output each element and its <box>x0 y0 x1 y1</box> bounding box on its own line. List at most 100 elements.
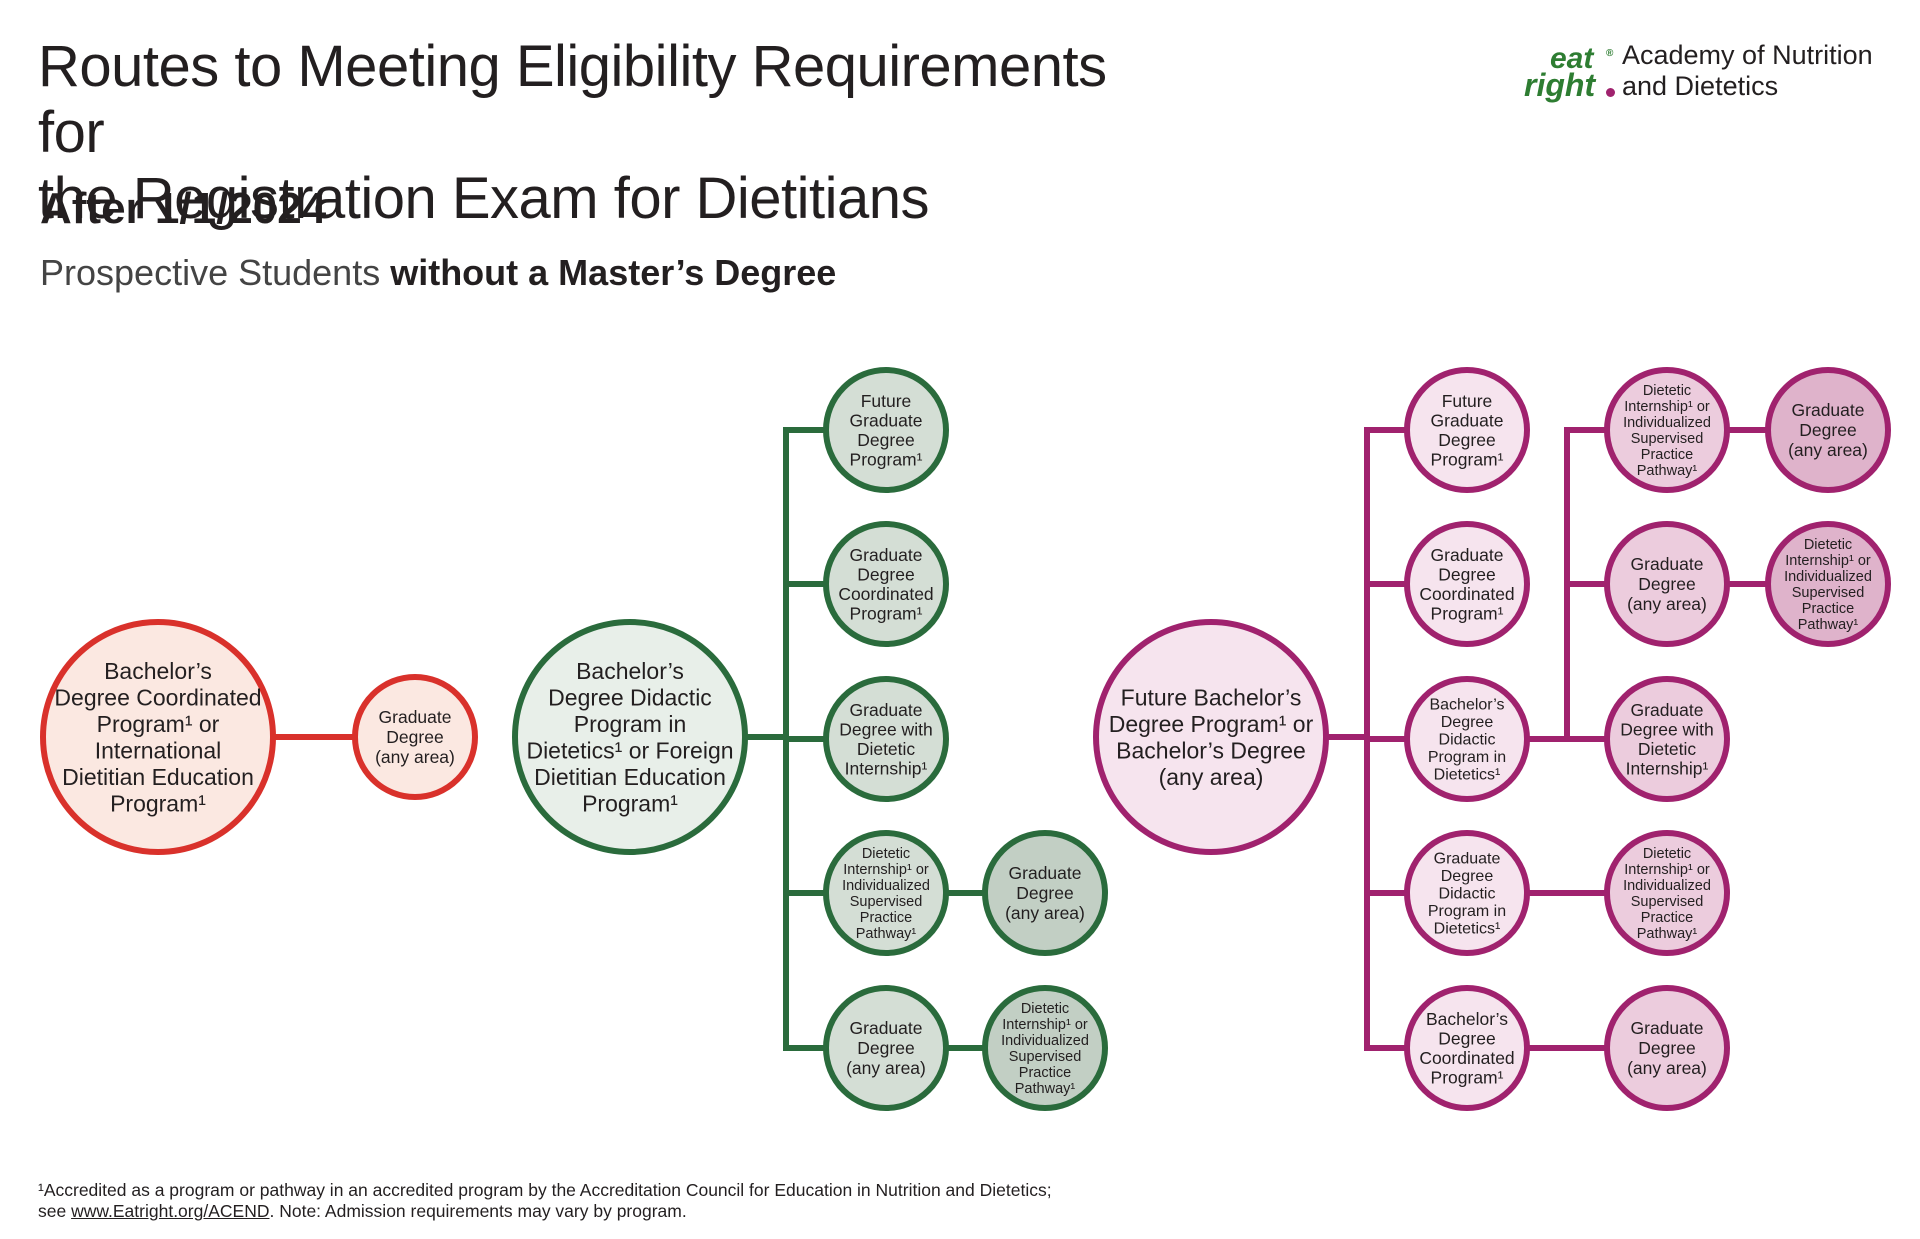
node-label-line: Internship¹ or <box>1002 1017 1088 1033</box>
logo-right-text: right <box>1524 67 1596 103</box>
node-label-line: Degree <box>1799 420 1856 440</box>
node-label-line: Practice <box>1802 601 1854 617</box>
node-label-line: Bachelor’s <box>104 658 212 684</box>
node-circle <box>40 619 276 855</box>
node-label-line: Program¹ <box>1431 1067 1504 1087</box>
node-label-line: Degree <box>1438 430 1495 450</box>
node-label-line: Pathway¹ <box>1637 926 1698 942</box>
academy-logo: eat ® right Academy of Nutrition and Die… <box>1524 40 1904 110</box>
node-label-line: International <box>95 737 222 763</box>
node-circle <box>982 830 1108 956</box>
node-label-line: Graduate <box>1434 851 1501 868</box>
node-label-line: Practice <box>1641 910 1693 926</box>
footnote: ¹Accredited as a program or pathway in a… <box>38 1180 1052 1222</box>
node-circle <box>512 619 748 855</box>
logo-dot-icon <box>1606 88 1615 97</box>
footnote-line-1: ¹Accredited as a program or pathway in a… <box>38 1180 1052 1200</box>
node-label-line: Degree Program¹ or <box>1109 711 1314 737</box>
node-label-line: Pathway¹ <box>856 926 917 942</box>
node-label-line: Dietetic <box>1804 537 1852 553</box>
node-label-line: Bachelor’s <box>1426 1009 1508 1029</box>
node-label-line: (any area) <box>1005 903 1085 923</box>
node-label-line: Program¹ or <box>97 711 220 737</box>
node-label-line: Dietetics¹ <box>1434 767 1501 784</box>
node-label-line: Graduate <box>850 700 923 720</box>
node-label-line: Graduate <box>1631 554 1704 574</box>
node-label-line: Future Bachelor’s <box>1121 684 1302 710</box>
node-circle <box>823 985 949 1111</box>
node-label-line: Dietetic <box>1638 739 1697 759</box>
node-label-line: Degree with <box>839 719 932 739</box>
node-label-line: Dietetics¹ or Foreign <box>526 737 733 763</box>
node-label-line: Program in <box>1428 749 1506 766</box>
node-label-line: Degree <box>1441 868 1494 885</box>
node-label-line: Pathway¹ <box>1015 1081 1076 1097</box>
node-label-line: Degree Didactic <box>548 684 712 710</box>
node-circle <box>1604 367 1730 493</box>
node-label-line: Program¹ <box>850 449 923 469</box>
logo-registered-mark: ® <box>1606 48 1614 59</box>
node-label-line: (any area) <box>1788 440 1868 460</box>
node-circle <box>1404 676 1530 802</box>
node-label-line: (any area) <box>846 1058 926 1078</box>
node-label-line: Internship¹ or <box>843 862 929 878</box>
node-circle <box>823 676 949 802</box>
node-circle <box>823 830 949 956</box>
node-label-line: Internship¹ or <box>1624 862 1710 878</box>
node-label-line: Graduate <box>850 410 923 430</box>
node-circle <box>1093 619 1329 855</box>
acend-link[interactable]: www.Eatright.org/ACEND <box>71 1201 270 1221</box>
node-circle <box>1404 830 1530 956</box>
node-label-line: Graduate <box>1431 545 1504 565</box>
node-label-line: Internship¹ or <box>1624 399 1710 415</box>
connector-lines <box>270 427 1771 1051</box>
node-circle <box>1604 521 1730 647</box>
node-label-line: Practice <box>1641 447 1693 463</box>
node-label-line: Program in <box>574 711 686 737</box>
node-label-line: Dietitian Education <box>62 764 254 790</box>
node-label-line: Program¹ <box>110 790 206 816</box>
node-label-line: Program¹ <box>850 603 923 623</box>
node-label-line: Supervised <box>850 894 923 910</box>
node-circle <box>1765 521 1891 647</box>
node-label-line: Coordinated <box>1419 584 1514 604</box>
node-label-line: Bachelor’s Degree <box>1116 737 1306 763</box>
node-label-line: Program¹ <box>1431 449 1504 469</box>
node-label-line: Internship¹ <box>845 758 928 778</box>
node-label-line: Practice <box>860 910 912 926</box>
node-label-line: Practice <box>1019 1065 1071 1081</box>
node-circle <box>1765 367 1891 493</box>
node-label-line: Graduate <box>1631 700 1704 720</box>
org-name-line-2: and Dietetics <box>1622 71 1779 101</box>
